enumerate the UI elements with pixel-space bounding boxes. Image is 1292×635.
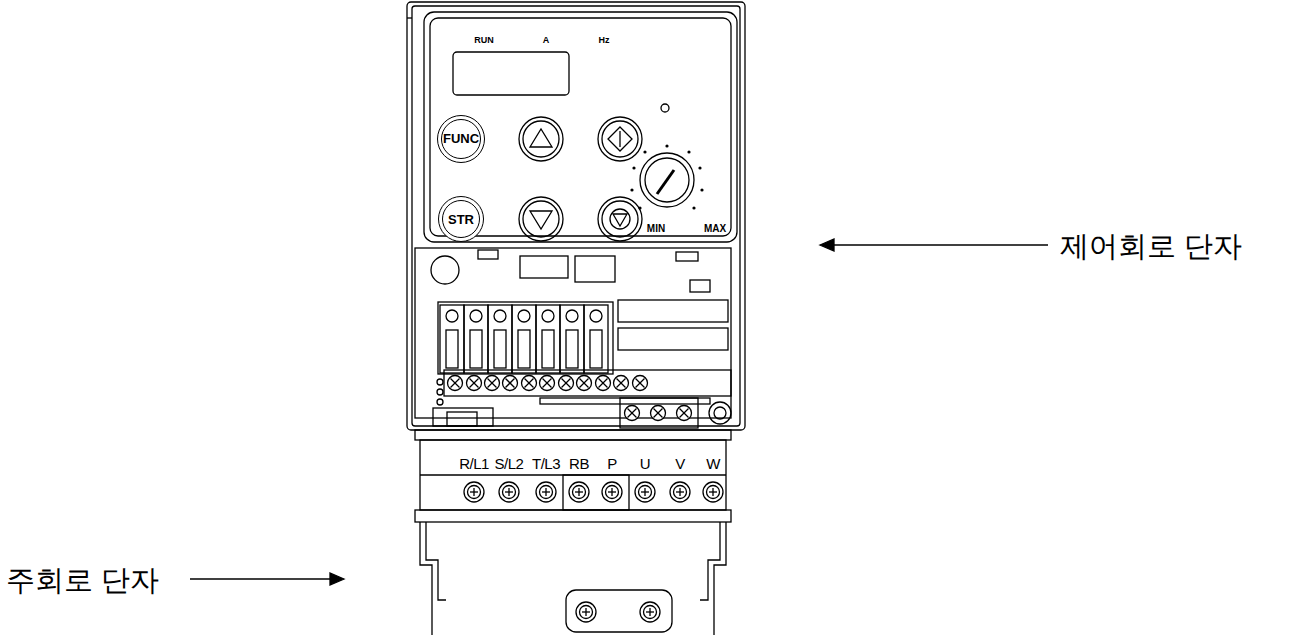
- callout-text: 제어회로 단자: [1060, 232, 1242, 261]
- led-label: Hz: [599, 36, 610, 45]
- dial-label: MAX: [704, 224, 726, 234]
- button-label: STR: [448, 213, 474, 226]
- callout-text: 주회로 단자: [6, 566, 159, 595]
- keypad-button: FUNC: [437, 115, 485, 163]
- led-label: RUN: [474, 36, 494, 45]
- terminal-name: R/L1: [459, 456, 489, 471]
- led-label: A: [543, 36, 550, 45]
- terminal-name: U: [640, 456, 650, 471]
- keypad-button: STR: [438, 196, 484, 242]
- terminal-name: V: [675, 456, 685, 471]
- dial-label: MIN: [647, 224, 665, 234]
- terminal-name: S/L2: [495, 456, 524, 471]
- terminal-name: W: [706, 456, 720, 471]
- terminal-name: T/L3: [532, 456, 560, 471]
- terminal-name: P: [607, 456, 617, 471]
- button-label: FUNC: [443, 132, 479, 145]
- terminal-name: RB: [569, 456, 589, 471]
